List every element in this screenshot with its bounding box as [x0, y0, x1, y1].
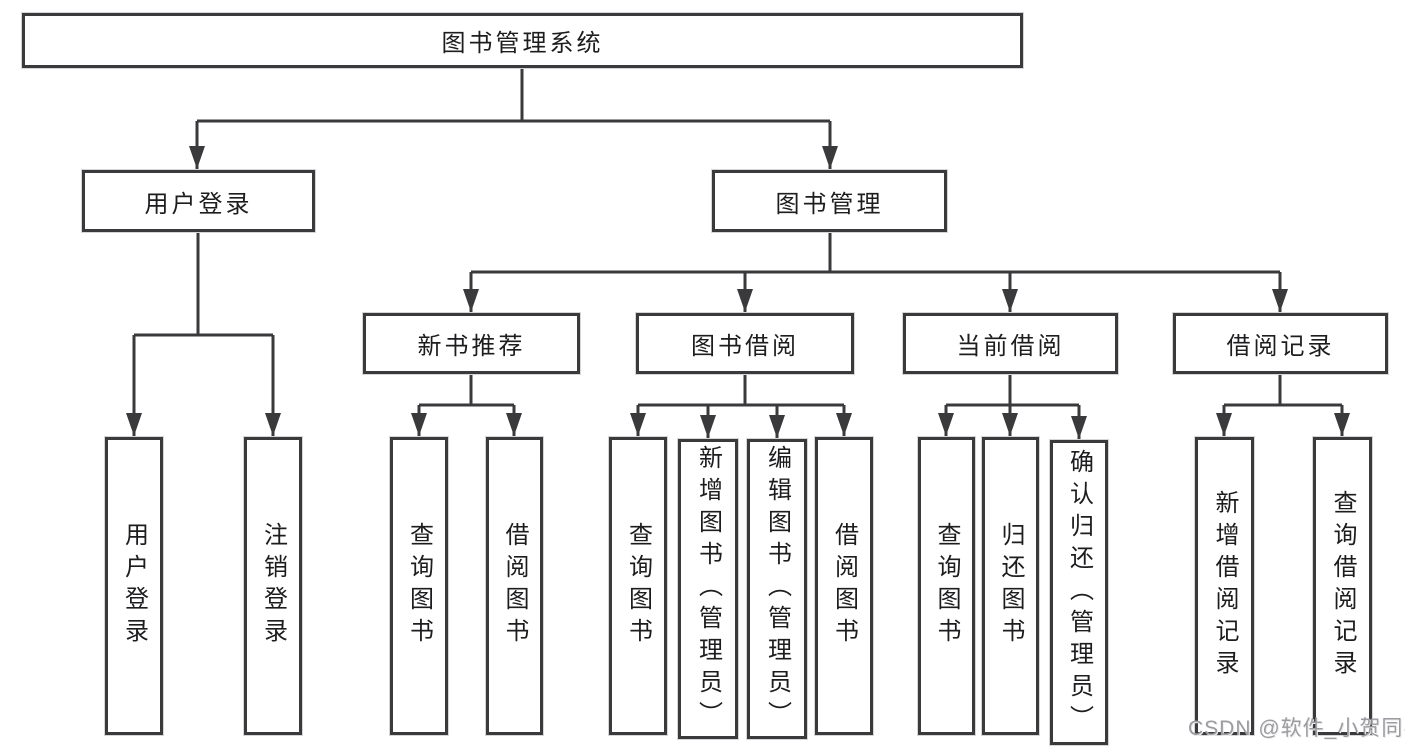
node-label: 图书管理 — [775, 190, 884, 218]
node-label: 当前借阅 — [956, 333, 1065, 360]
node-label: 新增图书（管理员） — [694, 445, 722, 733]
node-label: 用户登录 — [120, 522, 148, 650]
node-label: 借阅记录 — [1226, 333, 1335, 360]
leaf-borrow-books-borrowing: 借阅图书 — [815, 437, 873, 735]
leaf-add-borrow-record: 新增借阅记录 — [1195, 437, 1254, 735]
leaf-query-books-borrowing: 查询图书 — [609, 437, 667, 735]
node-new-book-recommend: 新书推荐 — [363, 313, 580, 374]
node-label: 新书推荐 — [417, 333, 526, 360]
node-current-borrowing: 当前借阅 — [903, 313, 1118, 374]
node-label: 注销登录 — [259, 522, 287, 650]
node-borrow-records: 借阅记录 — [1173, 313, 1388, 374]
node-label: 图书管理系统 — [441, 30, 604, 57]
leaf-query-books-current: 查询图书 — [918, 437, 975, 735]
node-user-login: 用户登录 — [82, 170, 315, 232]
node-book-management: 图书管理 — [712, 170, 947, 232]
node-book-borrowing: 图书借阅 — [636, 313, 854, 374]
arrowhead-icons — [126, 146, 1350, 439]
node-label: 编辑图书（管理员） — [763, 445, 791, 733]
node-label: 归还图书 — [997, 522, 1024, 650]
leaf-confirm-return-admin: 确认归还（管理员） — [1050, 440, 1108, 745]
leaf-add-book-admin: 新增图书（管理员） — [678, 439, 738, 739]
node-library-system: 图书管理系统 — [22, 13, 1023, 68]
node-label: 图书借阅 — [691, 333, 799, 360]
leaf-query-borrow-record: 查询借阅记录 — [1313, 437, 1372, 735]
node-label: 借阅图书 — [830, 522, 858, 650]
leaf-query-books-recommend: 查询图书 — [390, 437, 448, 735]
leaf-edit-book-admin: 编辑图书（管理员） — [747, 439, 807, 739]
node-label: 查询图书 — [933, 522, 960, 650]
node-label: 新增借阅记录 — [1211, 490, 1238, 682]
leaf-user-login: 用户登录 — [105, 437, 163, 735]
csdn-watermark: CSDN @软件_小贺同学 — [1188, 717, 1405, 740]
node-label: 查询图书 — [624, 522, 652, 650]
leaf-borrow-books-recommend: 借阅图书 — [486, 437, 543, 735]
leaf-return-book: 归还图书 — [982, 437, 1039, 735]
node-label: 确认归还（管理员） — [1065, 448, 1093, 737]
node-label: 用户登录 — [144, 190, 253, 218]
node-label: 借阅图书 — [501, 522, 528, 650]
leaf-logout: 注销登录 — [244, 437, 302, 735]
node-label: 查询图书 — [405, 522, 433, 650]
node-label: 查询借阅记录 — [1329, 490, 1356, 682]
